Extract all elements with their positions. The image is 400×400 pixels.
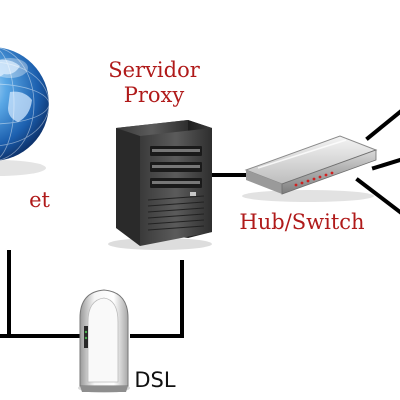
dsl-label: DSL: [134, 368, 176, 392]
connection-links: [0, 109, 400, 338]
network-switch-icon: [242, 135, 378, 202]
link-hub-out-1: [365, 109, 400, 141]
hub-switch-label: Hub/Switch: [239, 210, 365, 234]
link-hub-out-2: [371, 157, 400, 171]
globe-icon: [0, 47, 50, 176]
proxy-label-line-1: Servidor: [108, 58, 200, 82]
link-proxy-dsl: [130, 260, 184, 338]
internet-label: et: [29, 188, 50, 212]
proxy-label-line-2: Proxy: [123, 83, 185, 107]
server-tower-icon: [108, 120, 212, 250]
proxy-server-label: Servidor Proxy: [96, 58, 212, 108]
dsl-modem-icon: [78, 289, 130, 393]
link-hub-out-3: [355, 177, 400, 215]
